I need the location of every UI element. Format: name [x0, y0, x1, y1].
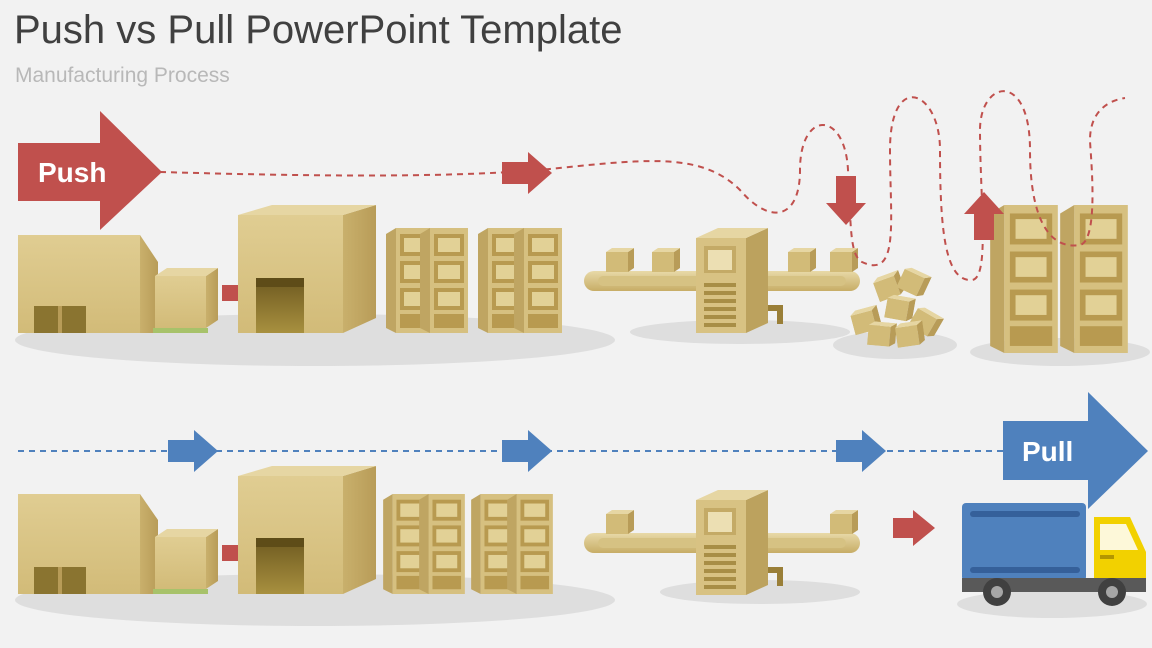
push-storage-box	[238, 205, 376, 333]
slide-title: Push vs Pull PowerPoint Template	[14, 8, 623, 52]
push-tall-shelf-1	[990, 205, 1058, 353]
truck-cargo	[962, 503, 1086, 581]
push-flow-path	[159, 90, 1126, 282]
push-floor-shadow-3	[833, 331, 957, 359]
push-flow-arrow-down	[826, 176, 866, 225]
push-shelf-4	[514, 228, 562, 333]
pull-flow-arrow-2	[502, 430, 552, 472]
pull-shelf-4	[507, 494, 553, 594]
pull-storage-box	[238, 466, 376, 594]
pull-warehouse	[18, 494, 158, 594]
pull-small-arrow-2	[893, 510, 935, 546]
push-flow-arrow-right	[502, 152, 552, 194]
push-label: Push	[38, 157, 106, 188]
delivery-truck	[962, 503, 1146, 606]
push-conveyor	[584, 228, 860, 333]
pull-arrow: Pull	[1003, 392, 1148, 509]
push-warehouse	[18, 235, 158, 333]
push-shelf-2	[420, 228, 468, 333]
pull-box-on-pallet	[153, 529, 218, 594]
push-box-on-pallet	[153, 268, 218, 333]
push-row: Push	[15, 90, 1150, 366]
pull-shelf-2	[419, 494, 465, 594]
pull-label: Pull	[1022, 436, 1073, 467]
pull-conveyor	[584, 490, 860, 595]
slide-subtitle: Manufacturing Process	[15, 64, 230, 87]
pull-flow-arrow-3	[836, 430, 886, 472]
pull-row: Pull	[15, 392, 1148, 626]
pull-flow-arrow-1	[168, 430, 218, 472]
push-tall-shelf-2	[1060, 205, 1128, 353]
push-arrow: Push	[18, 111, 162, 230]
push-flow-arrow-up	[964, 192, 1004, 240]
